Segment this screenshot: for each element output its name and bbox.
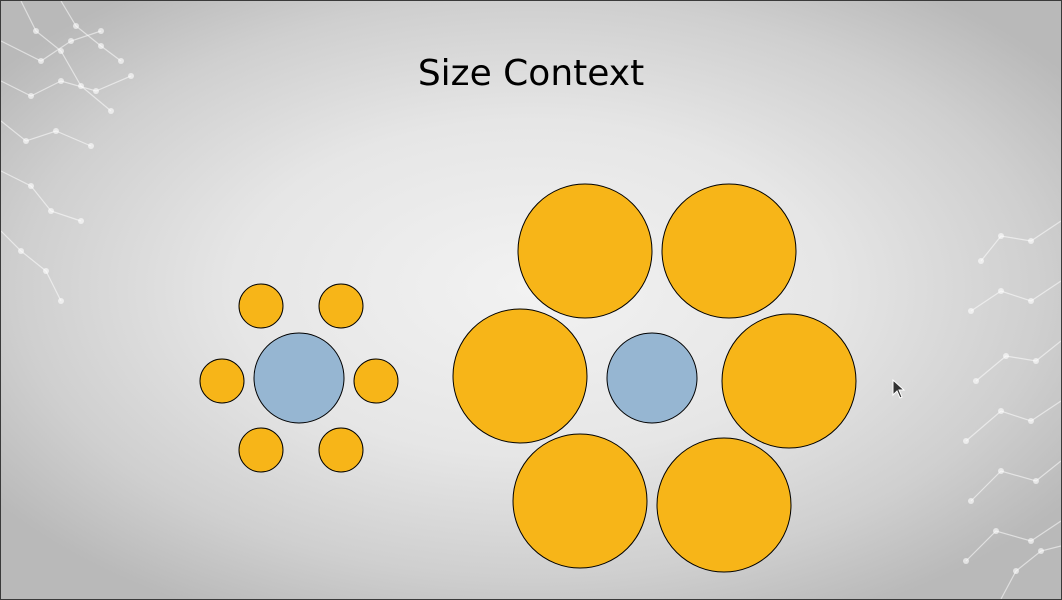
small-surround-circle xyxy=(199,358,245,404)
right-group xyxy=(452,183,857,573)
large-surround-circle xyxy=(661,183,797,319)
small-surround-circle xyxy=(238,283,284,329)
small-surround-circle xyxy=(318,427,364,473)
left-group xyxy=(199,283,399,473)
large-surround-circle xyxy=(721,313,857,449)
large-surround-circle xyxy=(512,433,648,569)
small-surround-circle xyxy=(353,358,399,404)
large-surround-circle xyxy=(452,308,588,444)
left-center-circle xyxy=(253,332,345,424)
slide-title: Size Context xyxy=(417,53,645,94)
large-surround-circle xyxy=(517,183,653,319)
large-surround-circle xyxy=(656,437,792,573)
small-surround-circle xyxy=(238,427,284,473)
right-center-circle xyxy=(606,332,698,424)
small-surround-circle xyxy=(318,283,364,329)
mouse-pointer-icon xyxy=(892,379,906,399)
